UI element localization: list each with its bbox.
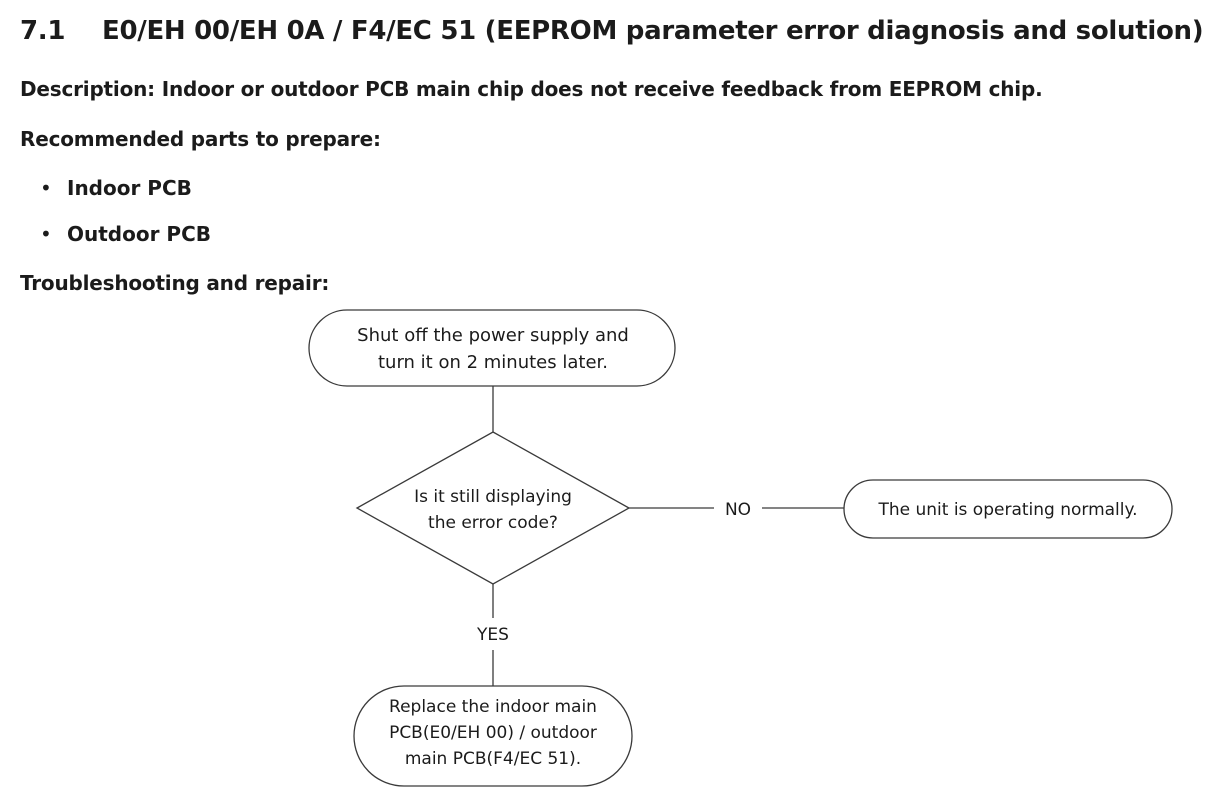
recommended-parts-label: Recommended parts to prepare: — [20, 127, 381, 151]
replace-text-line-3: main PCB(F4/EC 51). — [405, 749, 581, 769]
parts-list: • Indoor PCB • Outdoor PCB — [40, 172, 211, 264]
start-text-line-1: Shut off the power supply and — [357, 325, 629, 346]
part-label: Outdoor PCB — [67, 222, 212, 246]
decision-text-line-1: Is it still displaying — [414, 487, 572, 507]
start-text-line-2: turn it on 2 minutes later. — [378, 352, 608, 373]
no-label: NO — [725, 500, 751, 520]
list-item: • Indoor PCB — [40, 172, 211, 218]
bullet-icon: • — [40, 176, 52, 200]
decision-text-line-2: the error code? — [428, 513, 558, 533]
list-item: • Outdoor PCB — [40, 218, 211, 264]
part-label: Indoor PCB — [67, 176, 192, 200]
normal-text: The unit is operating normally. — [877, 500, 1137, 520]
section-heading: 7.1 E0/EH 00/EH 0A / F4/EC 51 (EEPROM par… — [20, 14, 1204, 48]
replace-text-line-2: PCB(E0/EH 00) / outdoor — [389, 723, 597, 743]
decision-diamond — [355, 431, 631, 585]
replace-terminal — [353, 685, 633, 787]
start-terminal — [308, 309, 676, 387]
replace-text-line-1: Replace the indoor main — [389, 697, 597, 717]
normal-terminal — [843, 479, 1173, 539]
yes-label: YES — [476, 625, 509, 645]
description-text: Description: Indoor or outdoor PCB main … — [20, 77, 1043, 101]
section-number: 7.1 — [20, 16, 66, 46]
troubleshooting-label: Troubleshooting and repair: — [20, 271, 330, 295]
section-title: E0/EH 00/EH 0A / F4/EC 51 (EEPROM parame… — [102, 16, 1204, 46]
bullet-icon: • — [40, 222, 52, 246]
